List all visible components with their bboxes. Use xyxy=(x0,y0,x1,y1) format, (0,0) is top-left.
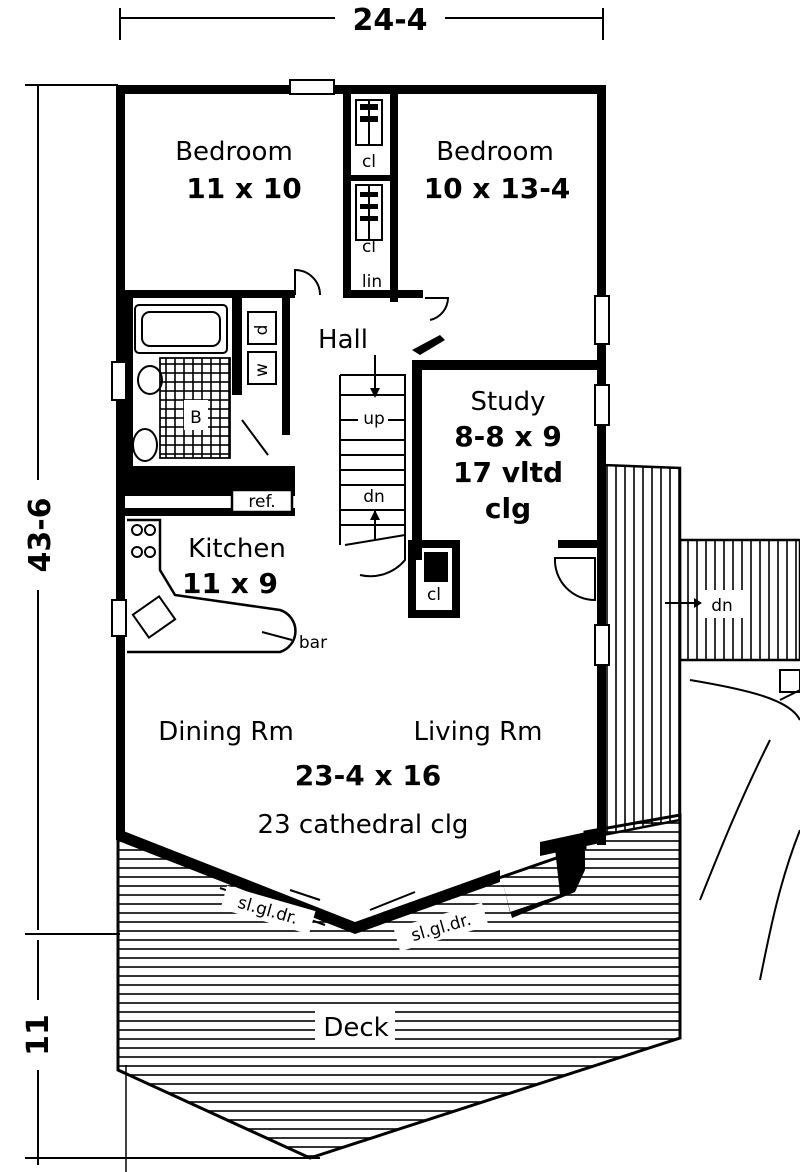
deck-label-bg xyxy=(315,1008,395,1044)
width-dimension: 24-4 xyxy=(352,3,427,38)
closet-label-3: cl xyxy=(427,585,441,605)
walkway xyxy=(689,669,800,981)
living-name: Living Rm xyxy=(414,717,543,747)
window xyxy=(594,295,610,345)
kitchen-counters xyxy=(127,518,297,654)
bath-fixtures xyxy=(132,304,277,462)
doors xyxy=(241,268,596,602)
dryer-label: d xyxy=(252,325,272,336)
bar-label: bar xyxy=(299,633,327,653)
window xyxy=(111,361,127,401)
deck-label: Deck xyxy=(323,1013,388,1043)
outside-stair-label-bg xyxy=(700,590,750,618)
living-size: 23-4 x 16 xyxy=(295,759,442,792)
bedroom-right-name: Bedroom xyxy=(436,137,554,167)
hall-name: Hall xyxy=(318,325,368,355)
bedroom-left-name: Bedroom xyxy=(175,137,293,167)
stairs xyxy=(339,355,406,578)
washer-label: w xyxy=(252,363,272,377)
living-ceiling: 23 cathedral clg xyxy=(258,810,469,840)
deck-depth-dimension: 11 xyxy=(21,1014,56,1056)
depth-dimension: 43-6 xyxy=(23,497,58,572)
side-deck xyxy=(601,463,800,837)
stairs-down-label: dn xyxy=(363,487,385,507)
study-ceiling-1: 17 vltd xyxy=(453,456,563,489)
closet-label-2: cl xyxy=(362,237,376,257)
study-size: 8-8 x 9 xyxy=(454,420,562,453)
bedroom-left-size: 11 x 10 xyxy=(186,172,302,205)
window xyxy=(111,599,127,637)
window xyxy=(594,384,610,426)
refrigerator xyxy=(230,488,294,514)
study-name: Study xyxy=(470,387,545,417)
dining-name: Dining Rm xyxy=(158,717,294,747)
outside-stairs-down-label: dn xyxy=(711,596,733,616)
study-ceiling-2: clg xyxy=(485,492,531,525)
linen-label: lin xyxy=(362,272,382,292)
kitchen-name: Kitchen xyxy=(188,534,286,564)
bath-label: B xyxy=(190,408,202,428)
stairs-up-label: up xyxy=(363,409,385,429)
refrigerator-label: ref. xyxy=(248,492,275,512)
kitchen-size: 11 x 9 xyxy=(182,567,278,600)
dimension-lines xyxy=(25,8,604,1172)
closet-label-1: cl xyxy=(362,152,376,172)
closet-rods xyxy=(355,99,448,582)
window xyxy=(594,624,610,666)
bedroom-right-size: 10 x 13-4 xyxy=(424,172,571,205)
